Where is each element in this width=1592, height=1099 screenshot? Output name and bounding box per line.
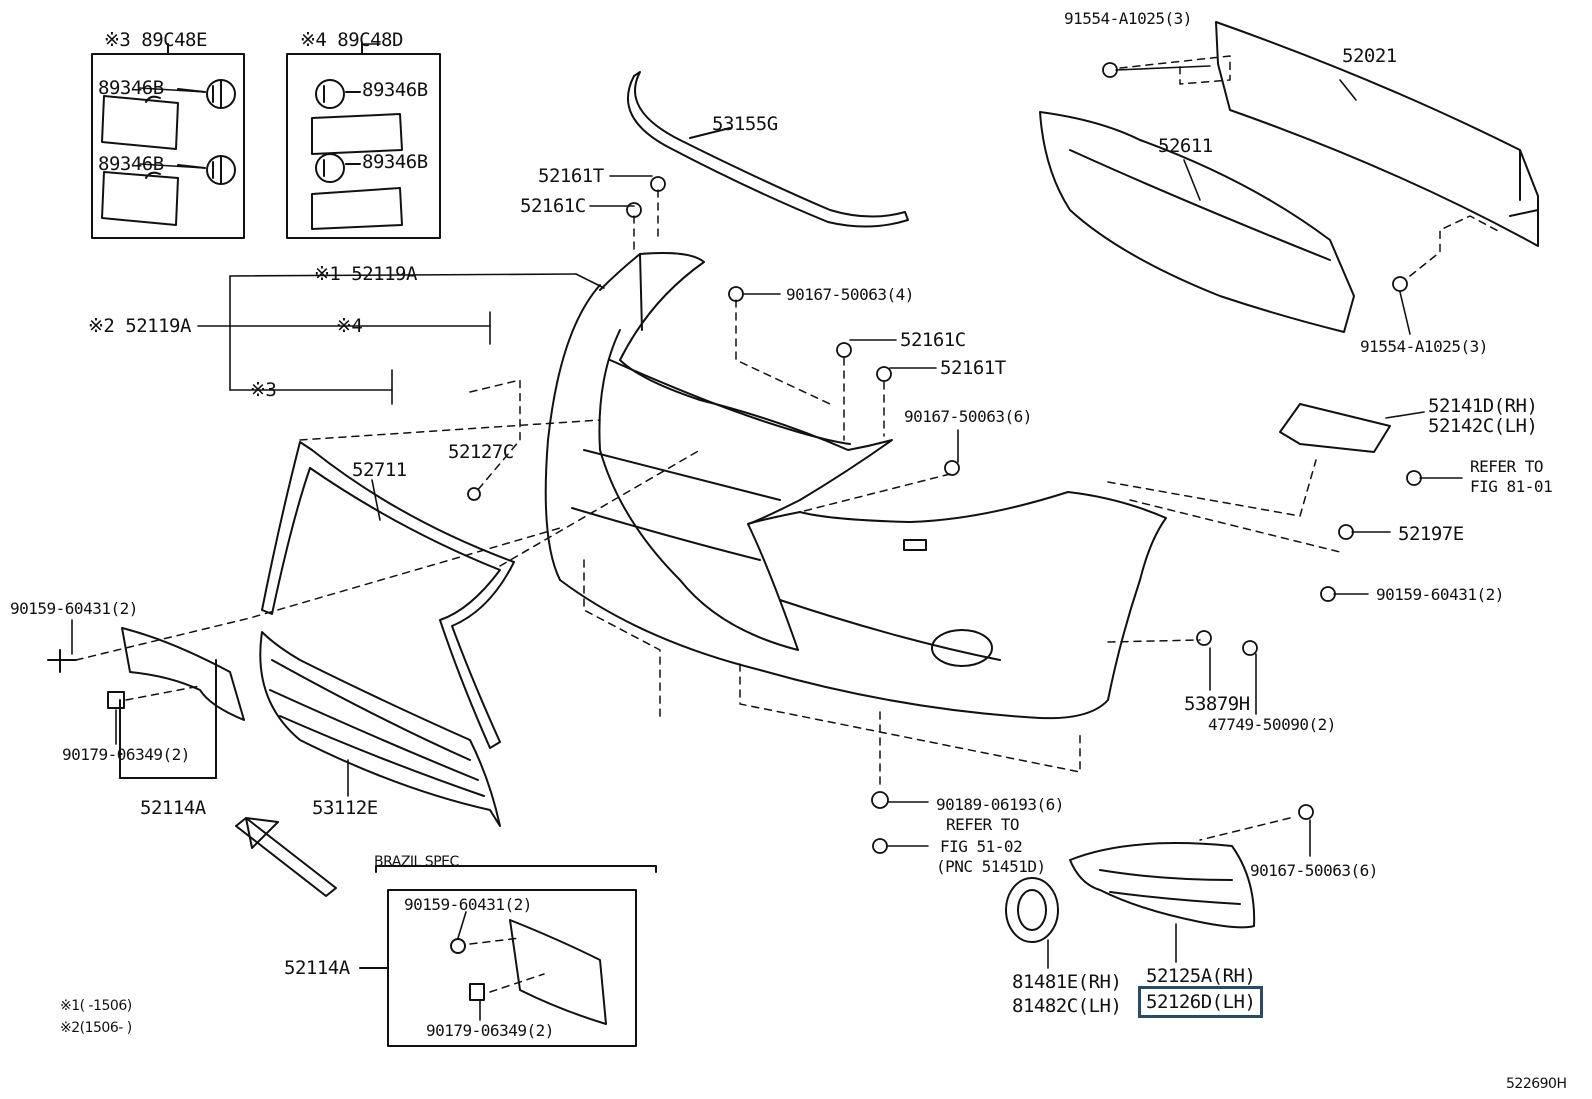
part-90179-06349-label: 90179-06349(2)	[62, 745, 190, 764]
part-52611-shape	[1039, 111, 1355, 333]
part-90167-50063-label: 90167-50063(4)	[786, 285, 914, 304]
part-91554-a1025-label: 91554-A1025(3)	[1360, 337, 1488, 356]
part-47749-50090-label: 47749-50090(2)	[1208, 715, 1336, 734]
note-1: ※1( -1506)	[60, 998, 132, 1014]
part-53112e-shape	[259, 631, 501, 827]
kit-89c48e-label: ※3 89C48E	[104, 29, 207, 51]
part-90167-50063-label: 90167-50063(6)	[904, 407, 1032, 426]
front-arrow	[235, 817, 337, 897]
part-52125a-label: 52125A(RH)	[1146, 965, 1256, 987]
part-89346b-label: 89346B	[98, 77, 164, 99]
fig-81-01-label: FIG 81-01	[1470, 477, 1553, 496]
part-52114a-label: 52114A	[140, 797, 206, 819]
part-90179-06349-label: 90179-06349(2)	[426, 1021, 554, 1040]
note-mark-3: ※3	[250, 379, 277, 401]
part-bumper-cover	[544, 252, 1167, 720]
part-90189-06193-label: 90189-06193(6)	[936, 795, 1064, 814]
fig-51-02-label: FIG 51-02	[940, 837, 1023, 856]
part-52119a-label: ※1 52119A	[314, 263, 417, 285]
part-52161c-label: 52161C	[520, 195, 586, 217]
part-52711-label: 52711	[352, 459, 407, 481]
part-90159-60431-label: 90159-60431(2)	[1376, 585, 1504, 604]
part-53155g-label: 53155G	[712, 113, 778, 135]
part-89346b-label: 89346B	[362, 151, 428, 173]
part-90159-60431-label: 90159-60431(2)	[404, 895, 532, 914]
part-89346b-label: 89346B	[98, 153, 164, 175]
part-52021-shape	[1215, 21, 1539, 247]
part-52021-label: 52021	[1342, 45, 1397, 67]
part-81482c-label: 81482C(LH)	[1012, 995, 1122, 1017]
part-89346b-label: 89346B	[362, 79, 428, 101]
refer-to-label: REFER TO	[1470, 457, 1544, 476]
part-53155g-shape	[626, 71, 909, 228]
part-52114a-shape	[121, 627, 245, 721]
brazil-spec-box	[359, 865, 657, 1047]
dashed-assembly-lines	[75, 55, 1501, 993]
part-52127c-label: 52127C	[448, 441, 514, 463]
part-91554-a1025-label: 91554-A1025(3)	[1064, 9, 1192, 28]
fasteners	[467, 62, 1422, 854]
kit-89c48e-box	[91, 43, 245, 239]
part-52197e-label: 52197E	[1398, 523, 1464, 545]
part-52711-shape	[261, 441, 515, 749]
part-52126d-highlight-label[interactable]: 52126D(LH)	[1137, 986, 1264, 1018]
part-53879h-label: 53879H	[1184, 693, 1250, 715]
figure-number: 522690H	[1506, 1076, 1567, 1092]
part-52161c-label: 52161C	[900, 329, 966, 351]
part-53112e-label: 53112E	[312, 797, 378, 819]
part-52141d-shape	[1279, 403, 1391, 453]
kit-89c48d-label: ※4 89C48D	[300, 29, 403, 51]
note-2: ※2(1506- )	[60, 1020, 132, 1036]
refer-to-label: REFER TO	[946, 815, 1020, 834]
part-52611-label: 52611	[1158, 135, 1213, 157]
kit-89c48d-box	[286, 43, 441, 239]
part-52161t-label: 52161T	[940, 357, 1006, 379]
part-52141d-label: 52141D(RH)	[1428, 395, 1538, 417]
brazil-spec-label: BRAZIL SPEC	[374, 854, 459, 870]
pnc-51451d-label: (PNC 51451D)	[936, 857, 1046, 876]
part-52142c-label: 52142C(LH)	[1428, 415, 1538, 437]
leader-lines	[71, 43, 1463, 1021]
part-52125a-shape	[1069, 842, 1256, 929]
part-52114a-label: 52114A	[284, 957, 350, 979]
part-90159-60431-label: 90159-60431(2)	[10, 599, 138, 618]
part-81481e-label: 81481E(RH)	[1012, 971, 1122, 993]
part-81481e-shape	[1005, 877, 1059, 943]
part-52119a-label: ※2 52119A	[88, 315, 191, 337]
note-mark-4: ※4	[336, 315, 363, 337]
part-90167-50063-label: 90167-50063(6)	[1250, 861, 1378, 880]
part-52161t-label: 52161T	[538, 165, 604, 187]
